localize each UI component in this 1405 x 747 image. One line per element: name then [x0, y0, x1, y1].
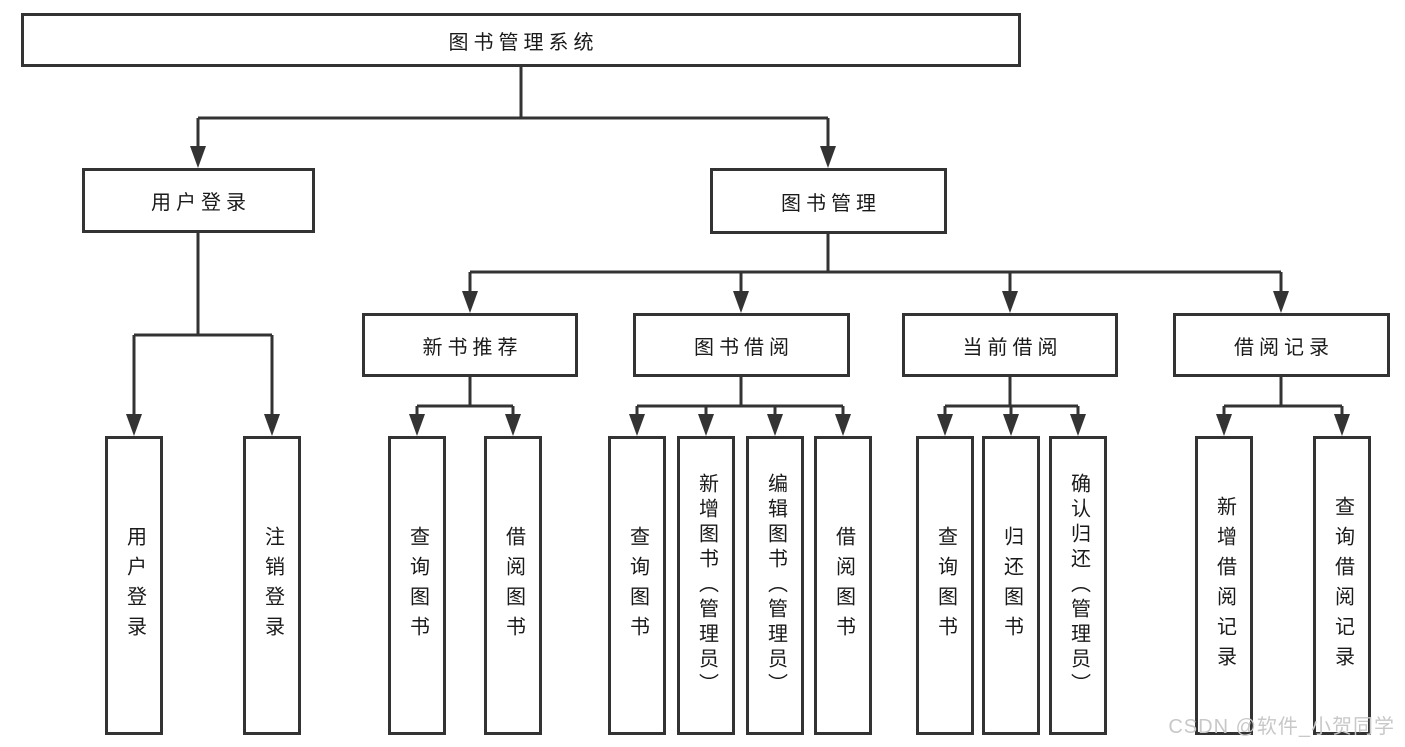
leaf-borrow-book-recommend: 借阅图书: [484, 436, 542, 735]
leaf-user-login: 用户登录: [105, 436, 163, 735]
leaf-return-book: 归还图书: [982, 436, 1040, 735]
node-current-borrow: 当前借阅: [902, 313, 1118, 377]
leaf-query-borrow-record: 查询借阅记录: [1313, 436, 1371, 735]
leaf-borrow-book: 借阅图书: [814, 436, 872, 735]
leaf-edit-book-admin: 编辑图书（管理员）: [746, 436, 804, 735]
leaf-add-book-admin-label: 新增图书（管理员）: [695, 473, 718, 698]
leaf-borrow-book-recommend-label: 借阅图书: [502, 525, 525, 646]
leaf-return-book-label: 归还图书: [1000, 525, 1023, 646]
leaf-logout-login-label: 注销登录: [261, 525, 284, 646]
csdn-watermark: CSDN @软件_小贺同学: [1168, 716, 1395, 738]
node-book-management: 图书管理: [710, 168, 947, 234]
node-user-login: 用户登录: [82, 168, 315, 233]
leaf-borrow-book-label: 借阅图书: [832, 525, 855, 646]
leaf-user-login-label: 用户登录: [123, 525, 146, 646]
leaf-logout-login: 注销登录: [243, 436, 301, 735]
leaf-query-borrow-record-label: 查询借阅记录: [1331, 495, 1354, 676]
node-book-borrow: 图书借阅: [633, 313, 850, 377]
leaf-query-book-recommend: 查询图书: [388, 436, 446, 735]
leaf-query-book-recommend-label: 查询图书: [406, 525, 429, 646]
leaf-query-book-borrow-label: 查询图书: [626, 525, 649, 646]
leaf-confirm-return-admin: 确认归还（管理员）: [1049, 436, 1107, 735]
leaf-add-borrow-record-label: 新增借阅记录: [1213, 495, 1236, 676]
leaf-query-book-borrow: 查询图书: [608, 436, 666, 735]
leaf-confirm-return-admin-label: 确认归还（管理员）: [1067, 473, 1090, 698]
node-new-book-recommend: 新书推荐: [362, 313, 578, 377]
leaf-edit-book-admin-label: 编辑图书（管理员）: [764, 473, 787, 698]
node-library-system: 图书管理系统: [21, 13, 1021, 67]
leaf-query-book-current: 查询图书: [916, 436, 974, 735]
leaf-query-book-current-label: 查询图书: [934, 525, 957, 646]
node-borrow-records: 借阅记录: [1173, 313, 1390, 377]
leaf-add-book-admin: 新增图书（管理员）: [677, 436, 735, 735]
leaf-add-borrow-record: 新增借阅记录: [1195, 436, 1253, 735]
